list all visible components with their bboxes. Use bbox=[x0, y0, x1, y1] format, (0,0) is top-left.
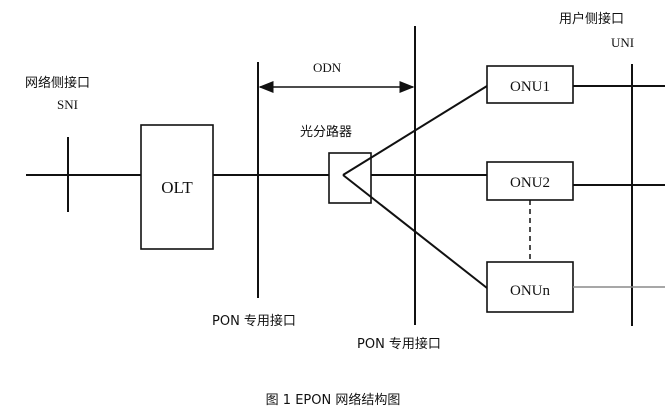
onu2-label: ONU2 bbox=[510, 175, 550, 191]
onu1-box bbox=[486, 65, 574, 104]
onun-label: ONUn bbox=[510, 283, 550, 299]
sni-chinese-label: 网络侧接口 bbox=[25, 75, 90, 91]
olt-label: OLT bbox=[161, 178, 193, 197]
onun-box bbox=[486, 261, 574, 313]
figure-caption: 图 1 EPON 网络结构图 bbox=[266, 392, 401, 408]
onu1-label: ONU1 bbox=[510, 79, 550, 95]
splitter-label: 光分路器 bbox=[300, 124, 352, 140]
olt-box bbox=[140, 124, 214, 250]
splitter-branch-onu1 bbox=[342, 85, 488, 176]
onu2-box bbox=[486, 161, 574, 201]
odn-label: ODN bbox=[313, 60, 342, 75]
uni-chinese-label: 用户侧接口 bbox=[559, 11, 624, 27]
pon-interface-label-right: PON 专用接口 bbox=[357, 336, 441, 352]
uni-label: UNI bbox=[611, 35, 634, 50]
splitter-branch-onun bbox=[342, 174, 488, 289]
pon-interface-label-left: PON 专用接口 bbox=[212, 313, 296, 329]
sni-label: SNI bbox=[57, 97, 78, 112]
